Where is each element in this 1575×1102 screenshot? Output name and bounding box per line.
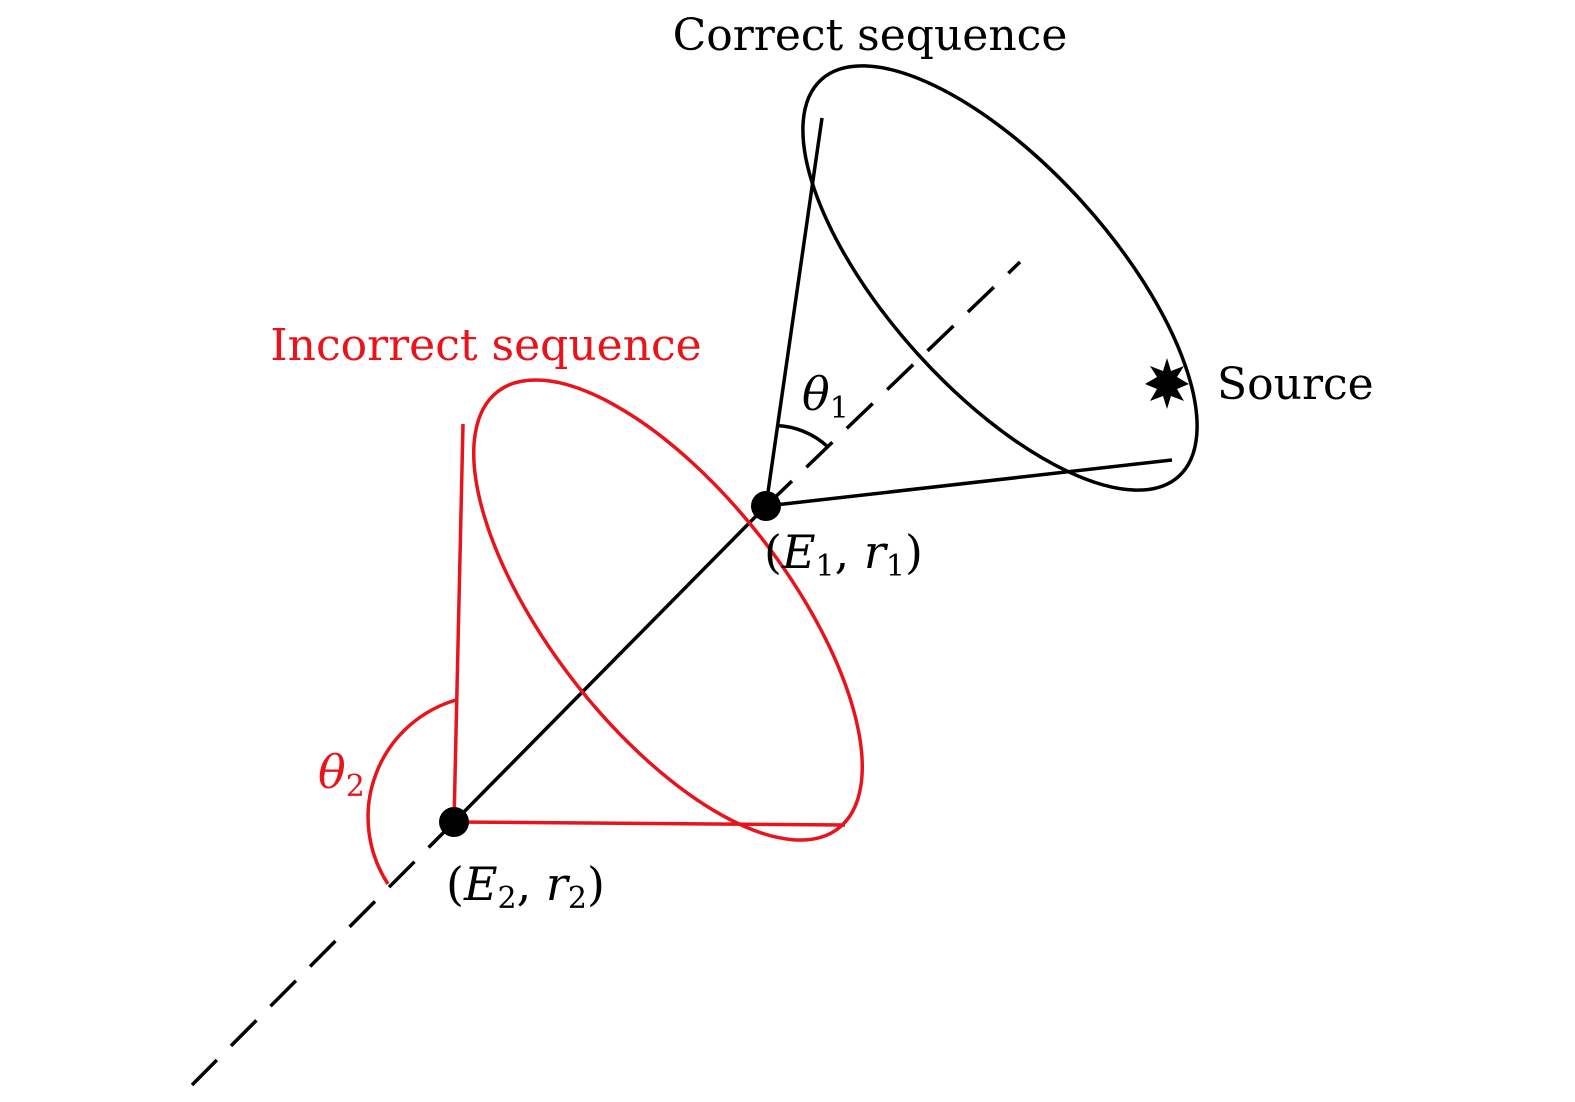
source-label: Source: [1217, 359, 1374, 410]
incorrect-cone-base-ellipse: [472, 378, 864, 842]
point2-label: (E2, r2): [446, 857, 605, 916]
theta1-arc: [776, 423, 829, 448]
point1-label: (E1, r1): [764, 525, 923, 584]
axis-solid-segment: [452, 504, 768, 824]
theta2-label: θ2: [318, 745, 365, 804]
point-e2-r2: [439, 807, 469, 837]
cone-axis: [190, 260, 1022, 1087]
incorrect-cone-side-lower: [453, 820, 846, 827]
correct-cone-side-lower: [765, 458, 1173, 508]
correct-cone: [764, 64, 1199, 508]
correct-cone-side-upper: [764, 117, 824, 507]
incorrect-cone-side-upper: [452, 423, 465, 823]
axis-dashed-lower: [190, 820, 456, 1087]
point-e1-r1: [751, 491, 781, 521]
theta1-label: θ1: [802, 367, 849, 426]
correct-sequence-label: Correct sequence: [673, 10, 1068, 61]
incorrect-cone: [366, 378, 864, 885]
source-star-icon: [1145, 358, 1189, 409]
incorrect-sequence-label: Incorrect sequence: [270, 320, 701, 371]
axis-dashed-upper: [764, 260, 1022, 508]
theta2-arc: [366, 698, 457, 885]
correct-cone-base-ellipse: [801, 64, 1199, 492]
